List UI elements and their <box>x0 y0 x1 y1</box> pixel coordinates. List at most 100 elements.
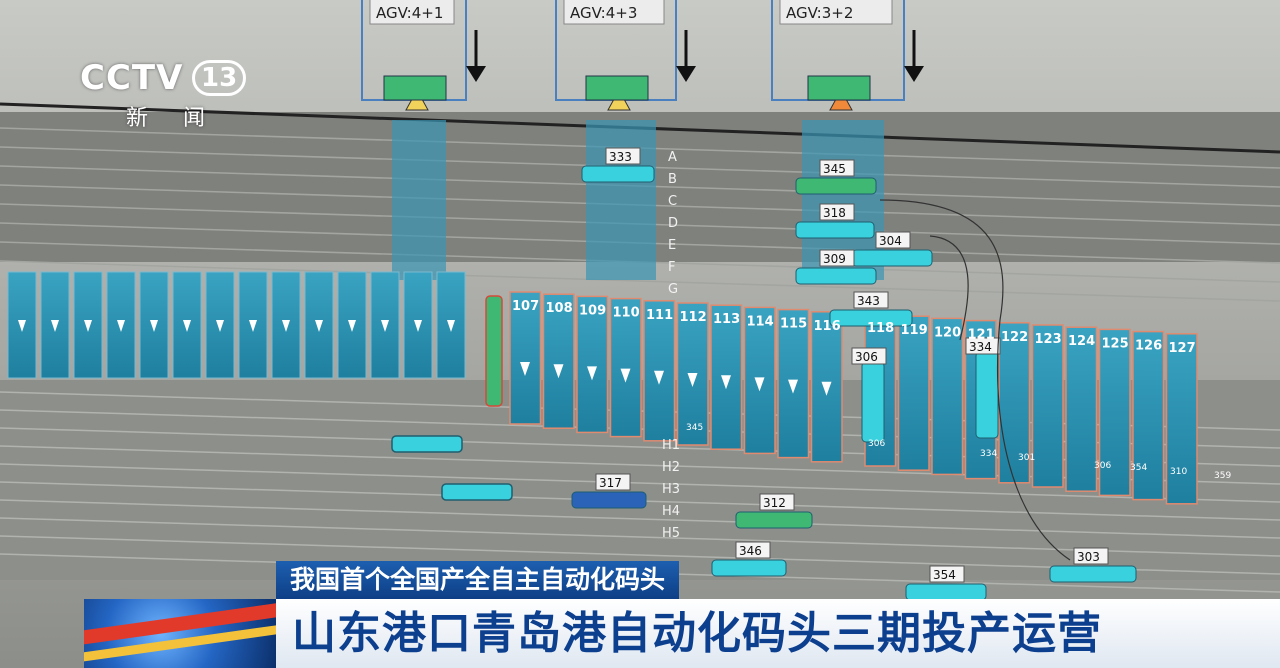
bay-number: 118 <box>867 321 894 336</box>
vehicle-extra <box>485 295 503 407</box>
bay-bottom-number: 310 <box>1170 467 1187 477</box>
bay-cell <box>897 315 930 471</box>
top-lane-line <box>0 260 1280 302</box>
bay-arrow-icon <box>620 368 631 383</box>
logo-text: CCTV <box>80 58 184 98</box>
crane-block <box>807 75 871 101</box>
bay-number: 124 <box>1068 334 1095 349</box>
bay-cell <box>1098 328 1131 497</box>
bay-number: 109 <box>579 303 606 318</box>
bay-number: 121 <box>968 328 995 343</box>
lane-letter-bottom: H4 <box>662 504 680 519</box>
bay-bottom-number: 334 <box>980 449 997 459</box>
bay-number: 123 <box>1035 332 1062 347</box>
vehicle-tag-box <box>759 493 795 511</box>
vehicle-tag: 306 <box>855 350 878 364</box>
vehicle <box>711 559 787 577</box>
vehicle <box>795 267 877 285</box>
bay-number: 116 <box>814 319 841 334</box>
vehicle-tag: 354 <box>933 568 956 582</box>
bay-cell <box>998 322 1031 484</box>
bay-number: 126 <box>1135 339 1162 354</box>
vehicle-tag-box <box>929 565 965 583</box>
bay-cell <box>710 304 743 450</box>
bay-number: 115 <box>780 317 807 332</box>
bay-arrow-icon <box>84 320 92 332</box>
bay-arrow-icon <box>51 320 59 332</box>
lane-letter-top: B <box>668 172 677 187</box>
route-curve <box>929 235 969 341</box>
vehicle <box>735 511 813 529</box>
bay-arrow-icon <box>788 379 798 394</box>
bay-arrow-icon <box>183 320 191 332</box>
caption-emblem <box>84 599 276 668</box>
vehicle-tag-box <box>1073 547 1109 565</box>
bay-arrow-icon <box>216 320 224 332</box>
bay-number: 125 <box>1102 336 1129 351</box>
vehicle-tag-box <box>965 337 1001 355</box>
vehicle-tag: 317 <box>599 476 622 490</box>
vehicle-tag: 318 <box>823 206 846 220</box>
vehicle-tag-box <box>851 347 887 365</box>
bay-bottom-number: 354 <box>1130 463 1147 473</box>
bay-cell-left <box>139 271 169 379</box>
bay-cell <box>1031 324 1064 488</box>
lane-letter-bottom: H3 <box>662 482 680 497</box>
bay-arrow-icon <box>150 320 158 332</box>
bottom-lane-line <box>0 517 1280 557</box>
bottom-lane-line <box>0 463 1280 503</box>
vehicle-tag-box <box>875 231 911 249</box>
logo-number: 13 <box>192 60 247 96</box>
vehicle-extra <box>391 435 463 453</box>
bay-arrow-icon <box>414 320 422 332</box>
bay-cell <box>1165 333 1198 505</box>
bay-number: 108 <box>546 301 573 316</box>
bay-arrow-icon <box>821 381 832 396</box>
vehicle <box>795 177 877 195</box>
agv-label: AGV:3+2 <box>786 4 853 22</box>
vehicle-tag: 345 <box>823 162 846 176</box>
vehicle <box>905 583 987 601</box>
vehicle-extra <box>441 483 513 501</box>
vehicle-tag: 312 <box>763 496 786 510</box>
bay-number: 127 <box>1169 341 1196 356</box>
bay-arrow-icon <box>18 320 26 332</box>
lane-letter-top: D <box>668 216 678 231</box>
vehicle <box>571 491 647 509</box>
vehicle-tag-box <box>735 541 771 559</box>
vehicle-tag: 304 <box>879 234 902 248</box>
bay-arrow-icon <box>687 373 698 387</box>
agv-label-box <box>369 0 455 25</box>
bay-number: 112 <box>680 310 707 325</box>
vehicle-tag-box <box>605 147 641 165</box>
agv-label: AGV:4+3 <box>570 4 637 22</box>
bay-number: 114 <box>747 314 774 329</box>
agv-label: AGV:4+1 <box>376 4 443 22</box>
vehicle <box>795 221 875 239</box>
bottom-lane-line <box>0 499 1280 539</box>
bay-number: 110 <box>613 306 640 321</box>
vehicle <box>1049 565 1137 583</box>
lane-letter-top: C <box>668 194 677 209</box>
bay-arrow-icon <box>754 377 765 392</box>
bay-cell <box>1065 326 1098 492</box>
vehicle-tag: 346 <box>739 544 762 558</box>
bay-bottom-number: 345 <box>686 423 703 433</box>
bay-arrow-icon <box>721 375 731 390</box>
bay-arrow-icon <box>249 320 257 332</box>
vehicle-tag-box <box>819 249 855 267</box>
vehicle <box>829 309 913 327</box>
agv-arrow-head <box>676 66 696 82</box>
vehicle <box>861 361 885 443</box>
vehicle-tag-box <box>853 291 889 309</box>
bay-bottom-number: 306 <box>1094 461 1111 471</box>
vehicle-tag-box <box>595 473 631 491</box>
bay-number: 107 <box>512 299 539 314</box>
bay-cell <box>931 317 964 476</box>
bay-cell <box>609 297 642 438</box>
crane-block <box>585 75 649 101</box>
bay-number: 111 <box>646 308 673 323</box>
bay-arrow-icon <box>520 362 530 376</box>
vehicle-tag: 309 <box>823 252 846 266</box>
